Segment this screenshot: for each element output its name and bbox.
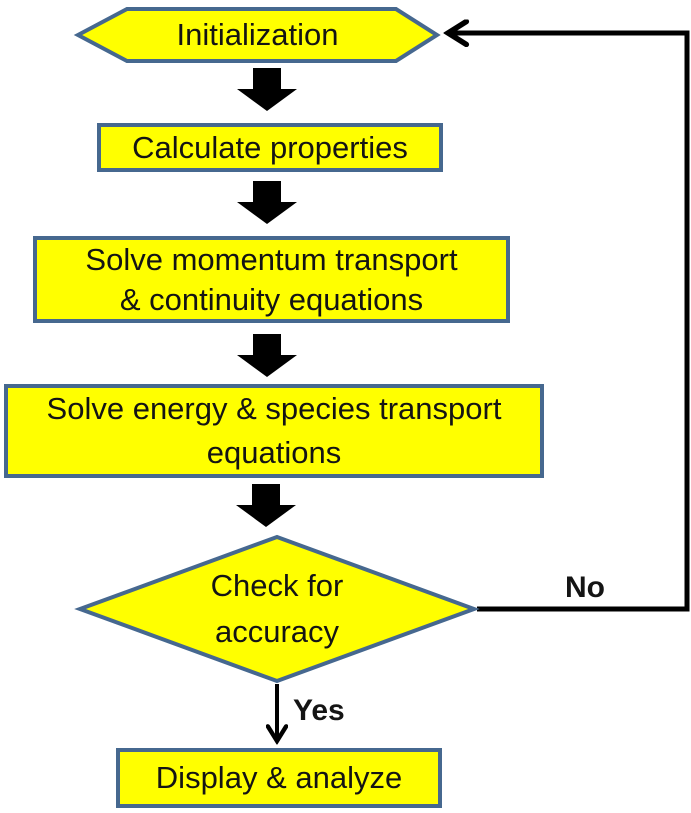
block-arrow-down-icon [237, 68, 297, 111]
block-arrow-down-icon [237, 181, 297, 224]
no-feedback-connector [448, 33, 690, 612]
block-arrow-down-icon [236, 484, 296, 527]
node-display-analyze-label: Display & analyze [155, 760, 403, 795]
node-energy-species-transport-line1: Solve energy & species transport [46, 391, 502, 426]
hexagon-initialization-shape [73, 7, 441, 63]
edge-label-no: No [565, 571, 605, 604]
node-momentum-transport: Solve momentum transport & continuity eq… [33, 236, 510, 323]
node-display-analyze: Display & analyze [116, 748, 442, 808]
node-momentum-transport-line1: Solve momentum transport [85, 241, 458, 277]
diamond-check-accuracy-shape [74, 534, 480, 684]
block-arrow-down-icon [237, 334, 297, 377]
node-momentum-transport-line2: & continuity equations [119, 281, 424, 317]
node-energy-species-transport: Solve energy & species transport equatio… [4, 384, 544, 478]
edge-label-yes: Yes [293, 694, 345, 727]
node-energy-species-transport-line2: equations [206, 435, 342, 470]
node-calculate-properties-label: Calculate properties [132, 129, 408, 165]
node-calculate-properties: Calculate properties [97, 123, 443, 172]
